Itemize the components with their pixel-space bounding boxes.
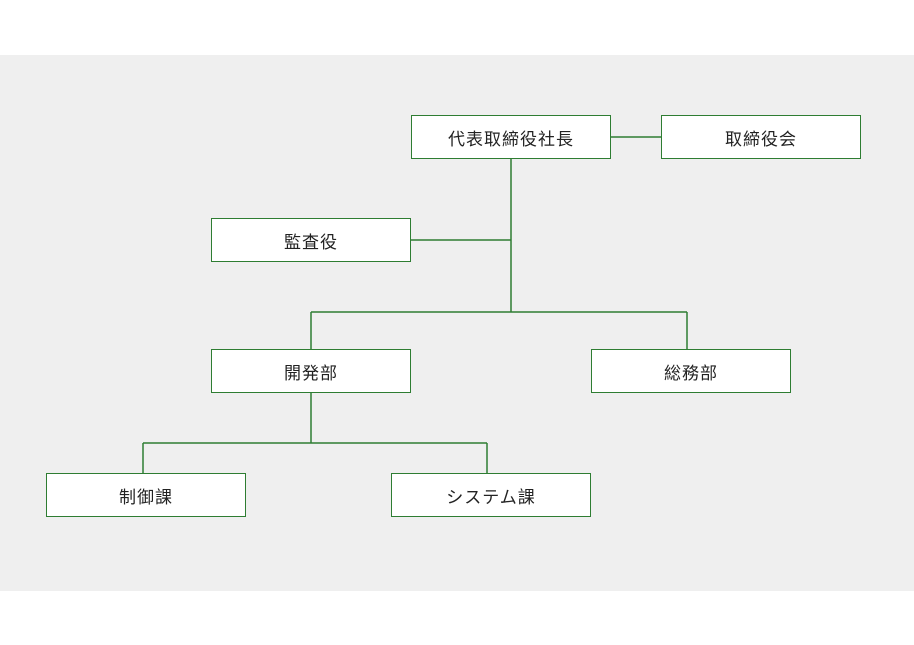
- node-control-section: 制御課: [46, 473, 246, 517]
- node-auditor: 監査役: [211, 218, 411, 262]
- node-general-affairs-department: 総務部: [591, 349, 791, 393]
- node-board-of-directors: 取締役会: [661, 115, 861, 159]
- node-president: 代表取締役社長: [411, 115, 611, 159]
- node-system-section: システム課: [391, 473, 591, 517]
- node-development-department: 開発部: [211, 349, 411, 393]
